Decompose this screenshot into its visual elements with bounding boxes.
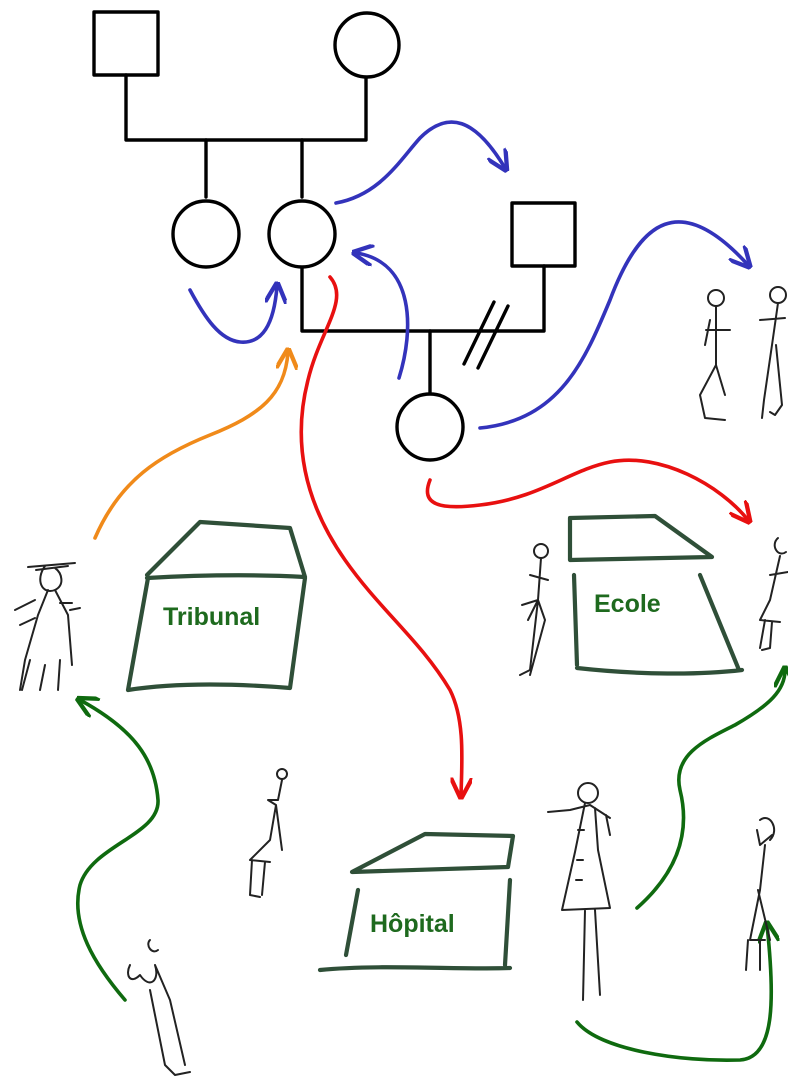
green-arrow-patient-to-ecole [635,670,785,910]
green-arrow-patient-to-standing [575,925,771,1063]
hopital-label: Hôpital [370,910,455,938]
sister-circle [171,199,241,269]
grandfather-square [92,10,160,77]
blue-arrows [188,120,748,430]
walking-figures [699,286,787,421]
ecole-building: Ecole [567,513,745,676]
blue-arrow-sister-to-mother [188,286,277,344]
genogram [92,10,577,462]
blue-arrow-child-to-mother [356,253,410,380]
red-arrow-child-to-ecole [425,458,748,520]
orange-arrow-judge-to-mother [93,352,288,540]
teacher-figure [519,543,549,676]
mother-circle [267,199,337,269]
green-arrow-crouching-to-judge [78,700,160,1002]
crouching-figure [127,939,191,1076]
divorce-mark [462,300,510,370]
green-arrows [78,670,785,1063]
blue-arrow-child-to-walkers [478,220,748,430]
child-circle [395,392,465,462]
grandmother-circle [333,11,401,79]
sibling-descent-line [204,138,304,199]
standing-figure [745,817,776,971]
tribunal-building: Tribunal [125,519,308,693]
judge-figure [14,562,81,691]
lone-figure [249,768,288,898]
blue-arrow-mother-to-father [334,120,505,205]
hopital-building: Hôpital [317,831,516,973]
parents-union-line [300,264,546,333]
grandparents-union-line [124,73,368,142]
red-arrow-mother-to-hopital [299,275,462,795]
father-square [510,201,577,268]
tribunal-label: Tribunal [163,603,260,631]
patient-figure [547,782,611,1001]
red-arrows [299,275,748,795]
ecole-label: Ecole [594,590,661,618]
pupil-figure [759,537,788,651]
